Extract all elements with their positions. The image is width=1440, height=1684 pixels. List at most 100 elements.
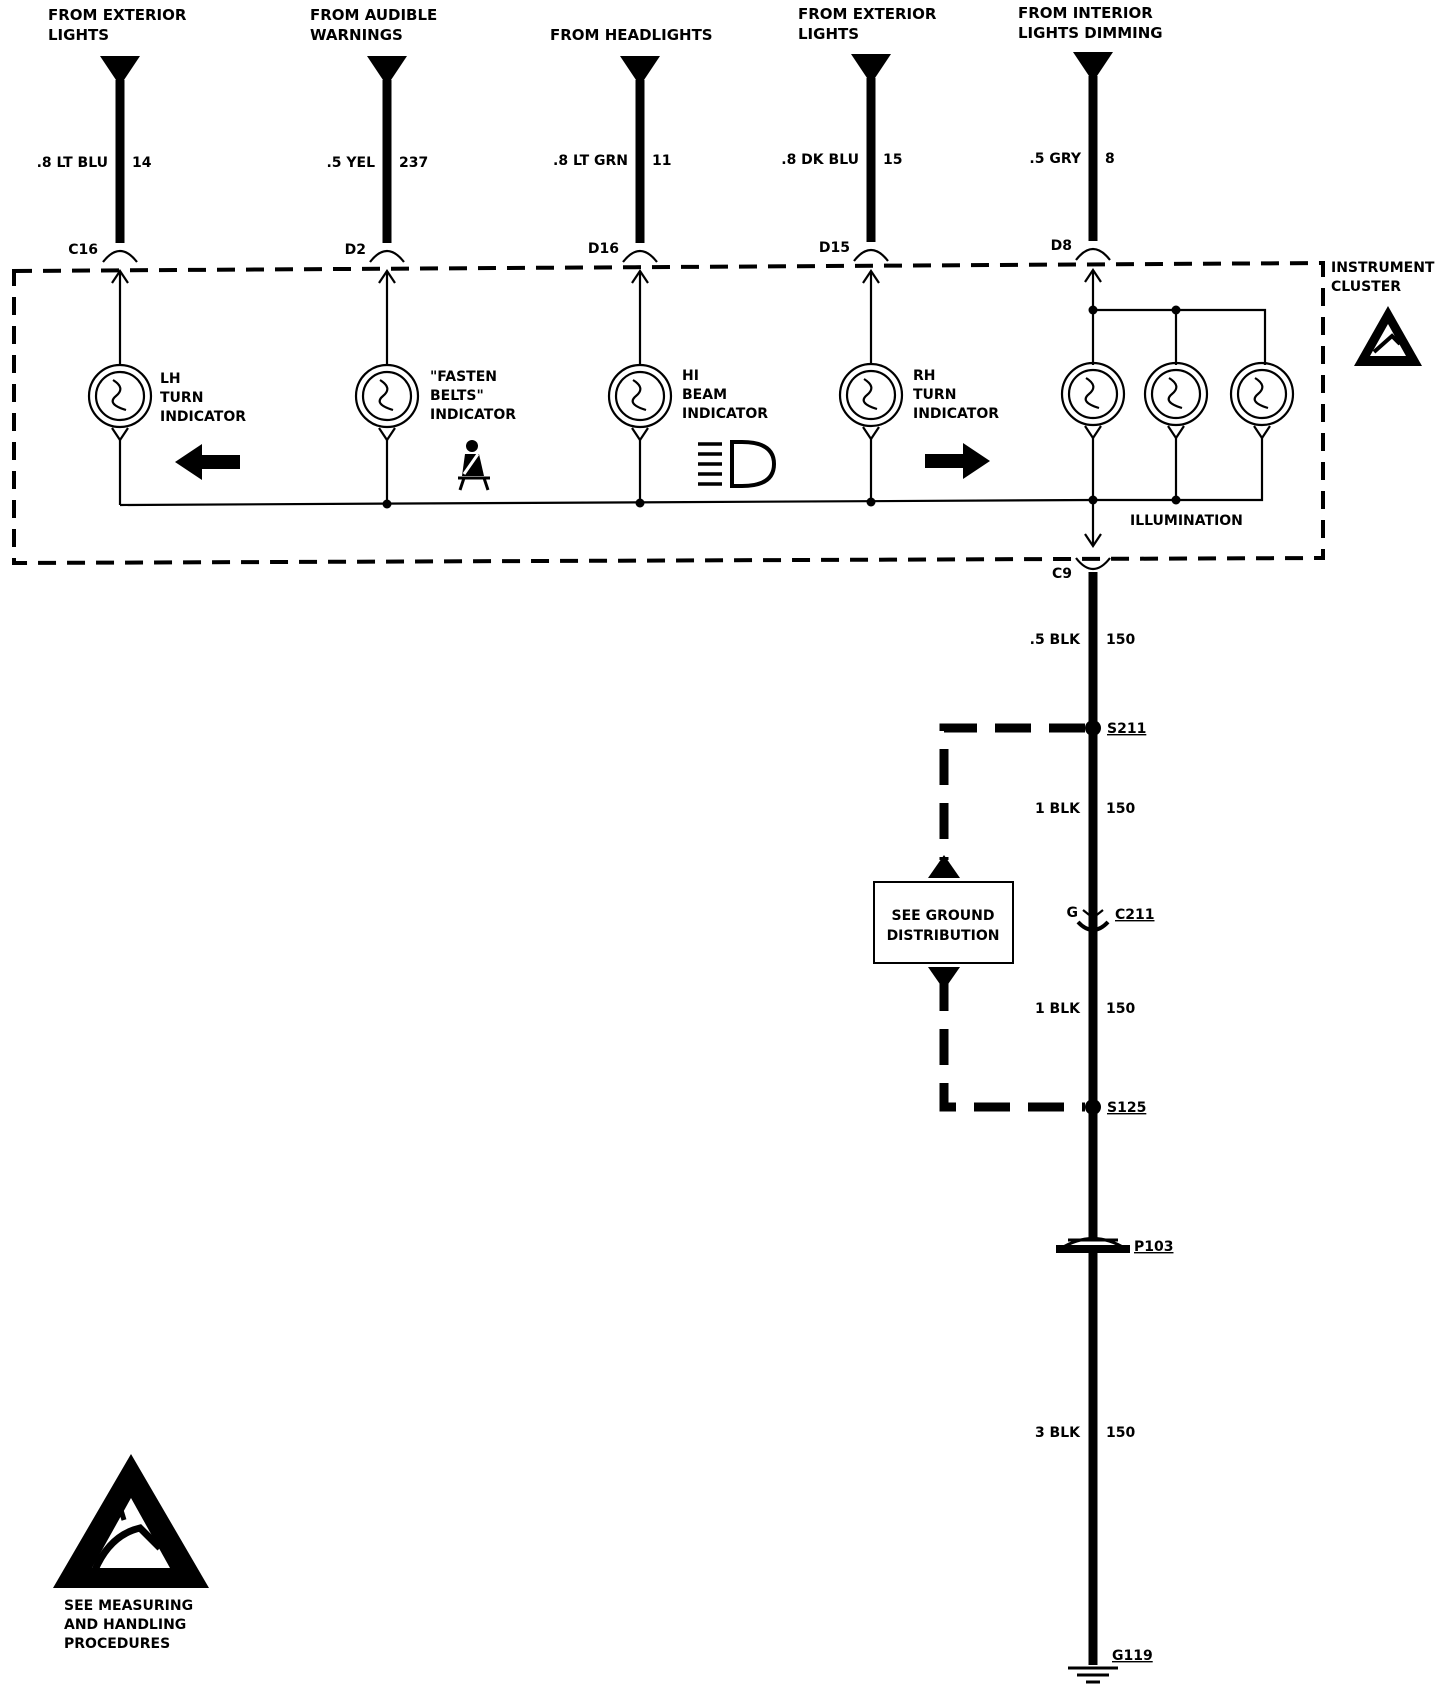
source-3-circuit: 11 — [652, 153, 671, 169]
esd-warning-small-icon — [1354, 306, 1422, 366]
lh-turn-label-line1: LH — [160, 371, 181, 387]
source-4-connector: D15 — [819, 240, 850, 256]
source-4-label-line2: LIGHTS — [798, 25, 859, 43]
esd-warning-icon — [53, 1454, 209, 1588]
source-4-wire-color: .8 DK BLU — [781, 152, 859, 168]
source-2-wire-color: .5 YEL — [326, 155, 375, 171]
splice-dot-1 — [382, 499, 392, 509]
c211-pin-label: G — [1067, 905, 1079, 921]
source-2-connector-icon — [369, 249, 405, 263]
c9-terminal-icon — [1084, 533, 1102, 548]
source-5-label-line1: FROM INTERIOR — [1018, 4, 1153, 22]
esd-note-line2: AND HANDLING — [64, 1617, 186, 1633]
s211-splice-icon — [1085, 720, 1101, 736]
p103-label: P103 — [1134, 1239, 1173, 1255]
source-1-wire-color: .8 LT BLU — [37, 155, 108, 171]
hi-beam-label-line3: INDICATOR — [682, 406, 768, 422]
source-2-label-line1: FROM AUDIBLE — [310, 6, 437, 24]
hi-beam-label-line2: BEAM — [682, 387, 727, 403]
splice-dot-2 — [635, 498, 645, 508]
hi-beam-lower-terminal-icon — [631, 427, 649, 442]
c211-label: C211 — [1115, 907, 1155, 923]
rh-turn-label-line3: INDICATOR — [913, 406, 999, 422]
source-5-circuit: 8 — [1105, 151, 1115, 167]
seg2-wire-color: 1 BLK — [1035, 801, 1081, 817]
cluster-label-line1: INSTRUMENT — [1331, 260, 1435, 276]
g119-label: G119 — [1112, 1648, 1153, 1664]
cluster-label-line2: CLUSTER — [1331, 279, 1401, 295]
seg4-circuit: 150 — [1106, 1425, 1135, 1441]
seg4-wire-color: 3 BLK — [1035, 1425, 1081, 1441]
fasten-belts-label-line1: "FASTEN — [430, 369, 497, 385]
instrument-cluster-boundary — [12, 260, 1325, 566]
lh-turn-lower-terminal-icon — [111, 427, 129, 442]
rh-turn-lower-terminal-icon — [862, 426, 880, 441]
source-5-wire-color: .5 GRY — [1029, 151, 1081, 167]
source-2-label-line2: WARNINGS — [310, 26, 403, 44]
esd-note-line1: SEE MEASURING — [64, 1598, 193, 1614]
rh-turn-lamp-circuit: RH TURN INDICATOR — [838, 269, 999, 503]
esd-note-line3: PROCEDURES — [64, 1636, 170, 1652]
source-4-circuit: 15 — [883, 152, 902, 168]
lh-turn-bulb-icon — [87, 363, 153, 429]
c211-connector-icon — [1076, 920, 1110, 932]
source-1-connector-icon — [102, 249, 138, 263]
fasten-belts-label-line3: INDICATOR — [430, 407, 516, 423]
source-4-terminal-icon — [851, 54, 891, 84]
arrow-left-icon — [175, 444, 240, 480]
fasten-belts-bulb-icon — [354, 363, 420, 429]
ground-dist-down-arrow-icon — [928, 967, 960, 990]
common-return-line — [119, 498, 1094, 507]
lh-turn-label-line3: INDICATOR — [160, 409, 246, 425]
rh-turn-bulb-icon — [838, 362, 904, 428]
seg2-circuit: 150 — [1106, 801, 1135, 817]
source-2-circuit: 237 — [399, 155, 428, 171]
rh-turn-label-line1: RH — [913, 368, 936, 384]
source-3-connector-icon — [622, 249, 658, 263]
illumination-bulb-2-icon — [1143, 361, 1209, 427]
illumination-label: ILLUMINATION — [1130, 513, 1243, 529]
source-2: FROM AUDIBLE WARNINGS .5 YEL 237 D2 — [310, 6, 437, 263]
splice-dot-3 — [866, 497, 876, 507]
rh-turn-label-line2: TURN — [913, 387, 956, 403]
source-1: FROM EXTERIOR LIGHTS .8 LT BLU 14 C16 — [37, 6, 187, 263]
hi-beam-lamp-circuit: HI BEAM INDICATOR — [607, 269, 777, 505]
ground-dist-upper-route — [939, 723, 1085, 860]
source-3-terminal-icon — [620, 56, 660, 86]
source-5-connector-icon — [1075, 247, 1111, 261]
illumination-bulb-1-icon — [1060, 361, 1126, 427]
source-1-circuit: 14 — [132, 155, 152, 171]
source-3-connector: D16 — [588, 241, 619, 257]
ground-symbol-icon — [1068, 1666, 1118, 1684]
hi-beam-bulb-icon — [607, 363, 673, 429]
seg3-circuit: 150 — [1106, 1001, 1135, 1017]
ground-distribution-box — [873, 881, 1014, 964]
source-4-connector-icon — [853, 248, 889, 262]
lh-turn-lamp-circuit: LH TURN INDICATOR — [87, 269, 246, 505]
illumination-lamps: ILLUMINATION — [1060, 268, 1295, 545]
p103-passthrough-icon — [1056, 1237, 1130, 1253]
ground-dist-line2: DISTRIBUTION — [887, 928, 1000, 944]
c211-terminal-icon — [1082, 909, 1104, 920]
fasten-belts-label-line2: BELTS" — [430, 388, 484, 404]
source-5-connector: D8 — [1051, 238, 1072, 254]
source-1-label-line2: LIGHTS — [48, 26, 109, 44]
s211-label: S211 — [1107, 721, 1146, 737]
source-2-terminal-icon — [367, 56, 407, 86]
source-1-connector: C16 — [68, 242, 98, 258]
source-4: FROM EXTERIOR LIGHTS .8 DK BLU 15 D15 — [781, 5, 937, 262]
source-5-terminal-icon — [1073, 52, 1113, 82]
source-3-label-line2: FROM HEADLIGHTS — [550, 26, 713, 44]
source-4-label-line1: FROM EXTERIOR — [798, 5, 937, 23]
s125-splice-icon — [1085, 1099, 1101, 1115]
high-beam-icon — [698, 440, 777, 488]
ground-dist-line1: SEE GROUND — [892, 908, 995, 924]
ground-dist-lower-route — [939, 975, 1085, 1112]
seg3-wire-color: 1 BLK — [1035, 1001, 1081, 1017]
source-2-connector: D2 — [345, 242, 366, 258]
source-1-label-line1: FROM EXTERIOR — [48, 6, 187, 24]
arrow-right-icon — [925, 443, 990, 479]
hi-beam-label-line1: HI — [682, 368, 699, 384]
seg1-circuit: 150 — [1106, 632, 1135, 648]
